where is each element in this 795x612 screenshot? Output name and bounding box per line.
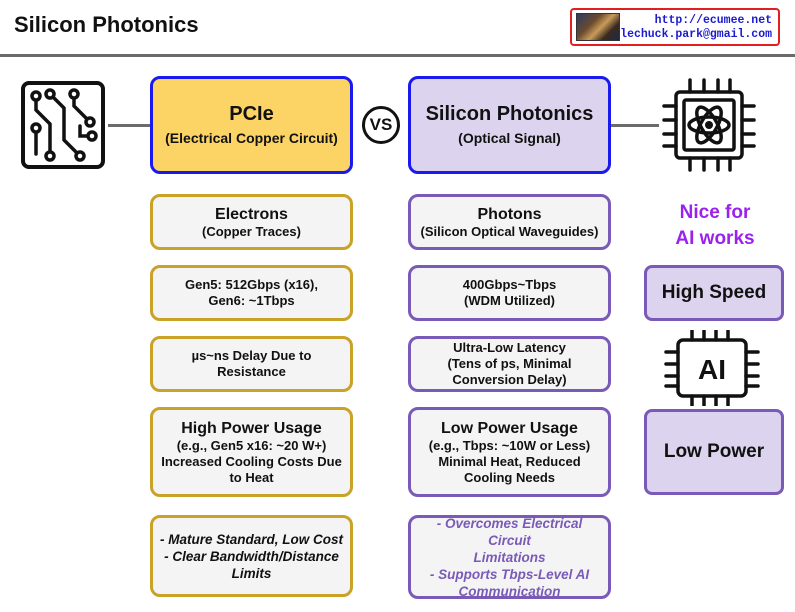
pcie-latency-box: µs~ns Delay Due to Resistance [150, 336, 353, 392]
photonics-carrier-box: Photons (Silicon Optical Waveguides) [408, 194, 611, 250]
author-contact: http://ecumee.net lechuck.park@gmail.com [620, 14, 772, 42]
photonics-bandwidth-line: (WDM Utilized) [464, 293, 555, 308]
photonics-latency-box: Ultra-Low Latency (Tens of ps, Minimal C… [408, 336, 611, 392]
author-avatar [576, 13, 620, 41]
photonics-latency-line: Ultra-Low Latency [453, 340, 566, 355]
photonics-bandwidth-box: 400Gbps~Tbps (WDM Utilized) [408, 265, 611, 321]
pcie-carrier-detail: (Copper Traces) [202, 223, 301, 239]
circuit-board-icon [21, 81, 105, 169]
photonics-subtitle: (Optical Signal) [458, 130, 561, 146]
ai-chip-label: AI [698, 354, 726, 385]
photonics-power-line: Cooling Needs [463, 469, 555, 485]
pcie-summary-box: - Mature Standard, Low Cost - Clear Band… [150, 515, 353, 597]
pcie-subtitle: (Electrical Copper Circuit) [165, 130, 338, 146]
pcie-bandwidth-line: Gen6: ~1Tbps [208, 293, 295, 308]
high-speed-box: High Speed [644, 265, 784, 321]
photonics-carrier-detail: (Silicon Optical Waveguides) [420, 223, 599, 239]
pcie-power-title: High Power Usage [181, 419, 322, 437]
pcie-summary-line: - Mature Standard, Low Cost [159, 531, 343, 547]
vs-badge: VS [362, 106, 400, 144]
photonics-power-box: Low Power Usage (e.g., Tbps: ~10W or Les… [408, 407, 611, 497]
photonics-bandwidth-line: 400Gbps~Tbps [462, 277, 557, 292]
page-title: Silicon Photonics [14, 12, 199, 37]
photonics-summary-line: - Supports Tbps-Level AI [429, 566, 590, 582]
photonics-latency-line: (Tens of ps, Minimal [447, 356, 572, 371]
atom-chip-icon [662, 78, 756, 172]
pcie-power-box: High Power Usage (e.g., Gen5 x16: ~20 W+… [150, 407, 353, 497]
photonics-title: Silicon Photonics [425, 103, 594, 125]
photonics-carrier-label: Photons [477, 205, 542, 223]
pcie-carrier-box: Electrons (Copper Traces) [150, 194, 353, 250]
author-email[interactable]: lechuck.park@gmail.com [620, 28, 772, 41]
photonics-summary-box: - Overcomes Electrical Circuit Limitatio… [408, 515, 611, 599]
pcie-power-line: to Heat [229, 469, 274, 485]
pcie-title: PCIe [229, 103, 274, 125]
photonics-power-line: (e.g., Tbps: ~10W or Less) [428, 437, 591, 453]
low-power-box: Low Power [644, 409, 784, 495]
photonics-summary-line: - Overcomes Electrical Circuit [436, 515, 583, 548]
pcie-summary-line: - Clear Bandwidth/Distance [164, 548, 339, 564]
right-connector [611, 124, 659, 127]
photonics-power-title: Low Power Usage [441, 419, 578, 437]
pcie-latency-line: µs~ns Delay Due to [191, 348, 312, 363]
author-url[interactable]: http://ecumee.net [654, 14, 772, 27]
photonics-latency-line: Conversion Delay) [452, 372, 567, 387]
ai-callout-line: AI works [675, 228, 755, 249]
author-badge: http://ecumee.net lechuck.park@gmail.com [570, 8, 780, 46]
title-divider [0, 54, 795, 57]
pcie-carrier-label: Electrons [215, 205, 288, 223]
ai-chip-icon: AI [664, 330, 760, 406]
pcie-summary-line: Limits [231, 565, 272, 581]
photonics-summary-line: Limitations [473, 549, 546, 565]
pcie-bandwidth-box: Gen5: 512Gbps (x16), Gen6: ~1Tbps [150, 265, 353, 321]
photonics-summary-line: Communication [458, 583, 561, 599]
pcie-power-line: Increased Cooling Costs Due [161, 453, 342, 469]
ai-callout-line: Nice for [679, 202, 751, 223]
photonics-power-line: Minimal Heat, Reduced [438, 453, 581, 469]
pcie-latency-line: Resistance [217, 364, 286, 379]
photonics-header-box: Silicon Photonics (Optical Signal) [408, 76, 611, 174]
ai-callout: Nice for AI works [645, 200, 785, 252]
pcie-power-line: (e.g., Gen5 x16: ~20 W+) [176, 437, 327, 453]
pcie-bandwidth-line: Gen5: 512Gbps (x16), [185, 277, 318, 292]
pcie-header-box: PCIe (Electrical Copper Circuit) [150, 76, 353, 174]
left-connector [108, 124, 150, 127]
